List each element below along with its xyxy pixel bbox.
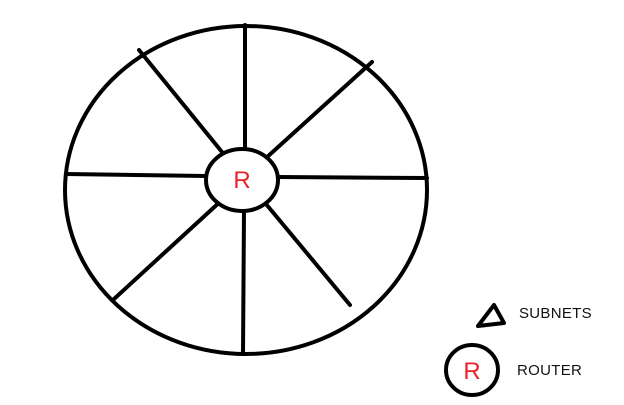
- spoke-top-right: [264, 60, 374, 160]
- legend-subnets-label: SUBNETS: [519, 305, 592, 322]
- spoke-bottom-left: [112, 198, 224, 301]
- legend-router-label: ROUTER: [517, 362, 582, 379]
- center-router-label: R: [233, 167, 250, 194]
- spoke-bottom: [241, 209, 246, 356]
- spoke-right: [276, 175, 429, 180]
- spoke-left: [64, 172, 208, 178]
- router-icon: [444, 343, 500, 397]
- spoke-top-left: [137, 48, 224, 154]
- center-router-circle: [204, 147, 280, 213]
- legend-router-symbol: R: [463, 358, 480, 385]
- spoke-bottom-right: [264, 202, 352, 307]
- triangle-icon: [476, 303, 506, 328]
